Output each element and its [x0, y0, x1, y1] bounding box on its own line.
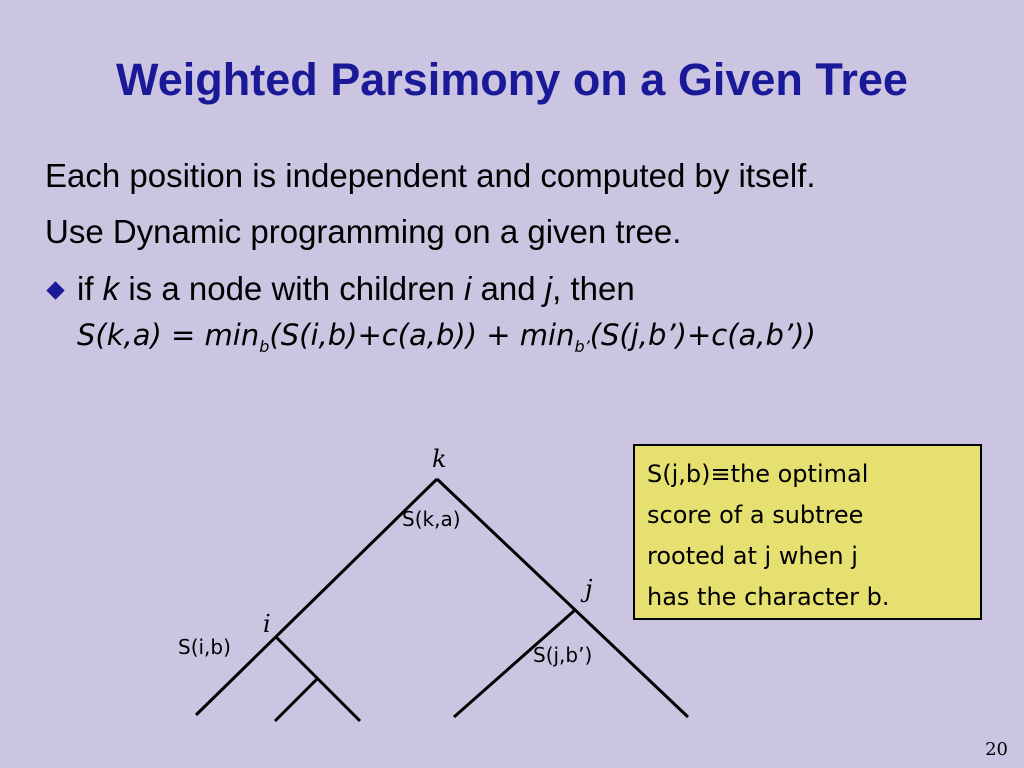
formula-subscript: b [259, 336, 270, 356]
tree-edge [273, 676, 320, 723]
bullet-text-part: , then [552, 270, 635, 307]
bullet-text-part: if [77, 270, 103, 307]
bullet-text: if k is a node with children i and j, th… [77, 270, 635, 308]
var-i: i [464, 270, 472, 307]
score-label-j: S(j,b’) [533, 643, 593, 667]
page-number: 20 [985, 739, 1008, 760]
slide-title: Weighted Parsimony on a Given Tree [116, 54, 908, 105]
tree-edge [435, 477, 690, 719]
node-label-k: k [432, 445, 447, 473]
recurrence-formula: S(k,a) = minb(S(i,b)+c(a,b)) + minb’(S(j… [77, 318, 816, 356]
note-line: has the character b. [647, 583, 890, 611]
text-line-independent: Each position is independent and compute… [45, 157, 816, 194]
tree-edge [453, 608, 576, 719]
var-j: j [544, 270, 553, 307]
formula-part: S(k,a) = min [77, 318, 260, 352]
note-line: S(j,b)≡the optimal [647, 460, 869, 488]
var-k: k [102, 270, 120, 307]
tree-edge [194, 477, 439, 717]
score-label-k: S(k,a) [402, 507, 461, 531]
bullet-text-part: and [471, 270, 545, 307]
definition-note-box: S(j,b)≡the optimal score of a subtree ro… [633, 444, 982, 620]
formula-subscript: b’ [574, 336, 590, 356]
formula-part: (S(i,b)+c(a,b)) + min [269, 318, 575, 352]
node-label-j: j [585, 575, 593, 603]
text-line-dynamic-programming: Use Dynamic programming on a given tree. [45, 213, 682, 250]
bullet-text-part: is a node with children [119, 270, 465, 307]
note-line: rooted at j when j [647, 542, 858, 570]
node-label-i: i [263, 610, 271, 638]
formula-part: (S(j,b’)+c(a,b’)) [589, 318, 816, 352]
score-label-i: S(i,b) [178, 635, 231, 659]
note-line: score of a subtree [647, 501, 864, 529]
